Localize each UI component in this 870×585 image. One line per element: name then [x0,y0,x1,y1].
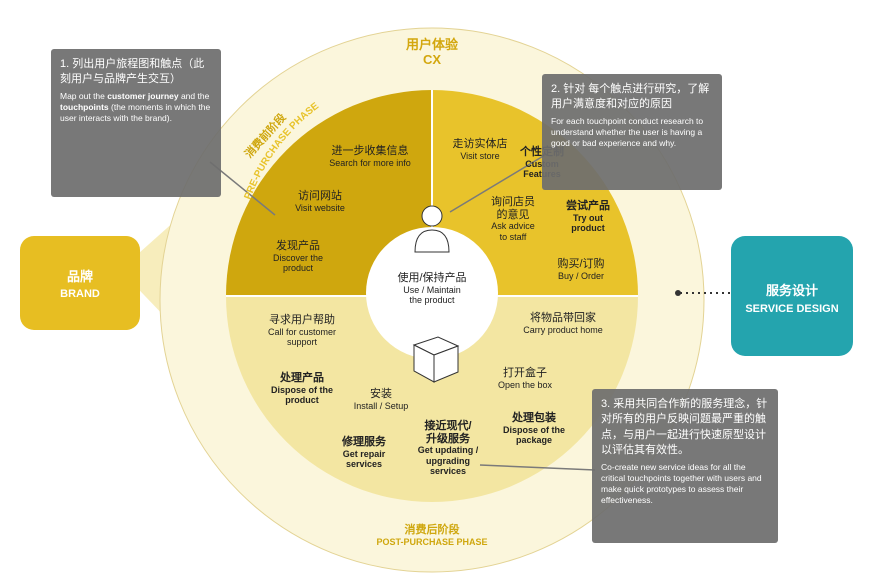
brand-card: 品牌 BRAND [20,236,140,330]
post-phase-label: 消费后阶段 POST-PURCHASE PHASE [376,524,488,547]
user-icon [414,205,450,253]
callout-3-co-create: 3. 采用共同合作新的服务理念，针对所有的用户反映问题最严重的触点，与用户一起进… [592,389,778,543]
pre-purchase-quadrant [226,90,432,296]
service-design-card: 服务设计 SERVICE DESIGN [731,236,853,356]
in-store-quadrant [432,90,638,296]
callout-1-journey-map: 1. 列出用户旅程图和触点（此刻用户与品牌产生交互） Map out the c… [51,49,221,197]
callout-2-research: 2. 针对 每个触点进行研究，了解用户满意度和对应的原因 For each to… [542,74,722,190]
cx-title: 用户体验 CX [405,37,458,67]
box-icon [412,336,460,383]
post-purchase-half [226,296,638,502]
center-circle [366,227,498,359]
